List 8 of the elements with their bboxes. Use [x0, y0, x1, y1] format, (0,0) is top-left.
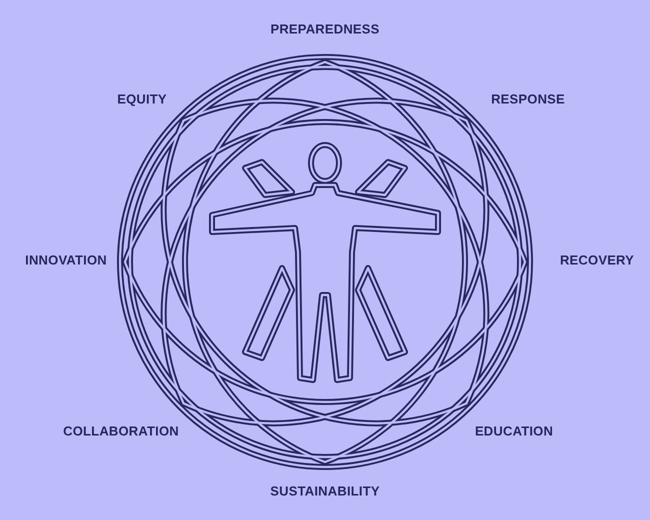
category-label: RECOVERY	[560, 252, 634, 268]
category-label: INNOVATION	[25, 252, 107, 268]
category-label: COLLABORATION	[63, 424, 179, 438]
category-label: EQUITY	[117, 92, 167, 106]
category-label: PREPAREDNESS	[270, 22, 380, 36]
category-label: EDUCATION	[474, 424, 554, 438]
category-label: RESPONSE	[491, 92, 565, 106]
category-label: SUSTAINABILITY	[270, 484, 380, 498]
